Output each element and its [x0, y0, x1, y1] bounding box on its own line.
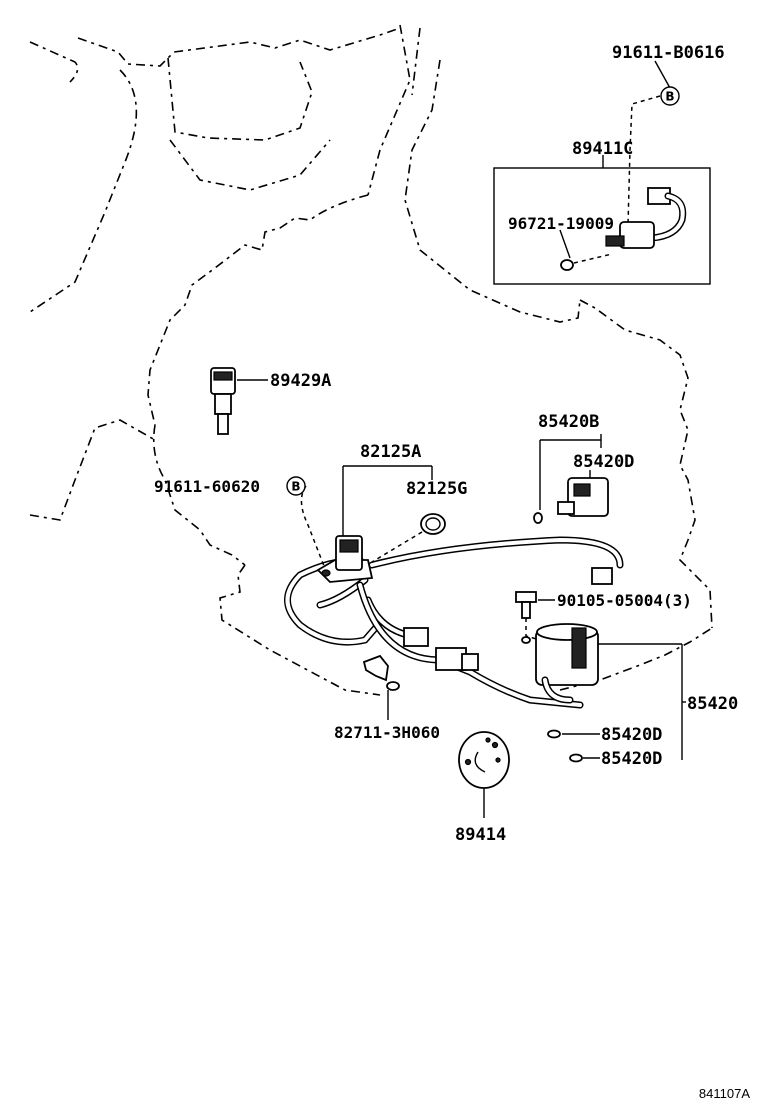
wire-harness-82125a	[284, 465, 624, 709]
bracket-82711	[362, 654, 400, 720]
speed-sensor-group-89411c	[493, 95, 711, 285]
label-89429a: 89429A	[270, 371, 331, 391]
label-91611-60620: 91611-60620	[154, 477, 260, 496]
bolt-marker-b-top: B	[660, 86, 680, 106]
solenoid-85420b	[533, 434, 609, 524]
case-outline	[29, 24, 713, 696]
label-82125g: 82125G	[406, 479, 467, 499]
marker-b-left-text: B	[291, 480, 300, 494]
label-85420d-b: 85420D	[601, 749, 662, 769]
pressure-switch-89429a	[210, 367, 268, 435]
label-91611-b0616: 91611-B0616	[612, 43, 725, 63]
label-90105-05004: 90105-05004(3)	[557, 591, 692, 610]
label-82125a: 82125A	[360, 442, 421, 462]
solenoid-85420	[535, 623, 686, 763]
harness-connector-b	[403, 627, 429, 647]
speed-sensor-body	[619, 221, 655, 249]
sensor-kit-box	[493, 167, 711, 285]
label-82711-3h060: 82711-3H060	[334, 723, 440, 742]
label-85420: 85420	[687, 694, 738, 714]
label-96721-19009: 96721-19009	[508, 214, 614, 233]
marker-b-top-text: B	[665, 90, 674, 104]
o-ring-82125g	[371, 513, 446, 563]
plug-89414	[458, 731, 510, 818]
label-85420d-a: 85420D	[601, 725, 662, 745]
figure-code: 841107A	[699, 1086, 750, 1101]
bolt-marker-b-left: B	[286, 476, 306, 496]
label-89414: 89414	[455, 825, 506, 845]
o-ring-85420d-b	[569, 753, 583, 763]
speed-sensor-tip	[605, 235, 625, 247]
label-85420b: 85420B	[538, 412, 599, 432]
harness-connector-a	[591, 567, 613, 585]
o-ring-96721	[560, 259, 574, 271]
label-89411c: 89411C	[572, 139, 633, 159]
label-85420d-top: 85420D	[573, 452, 634, 472]
o-ring-85420d-a	[547, 729, 561, 739]
